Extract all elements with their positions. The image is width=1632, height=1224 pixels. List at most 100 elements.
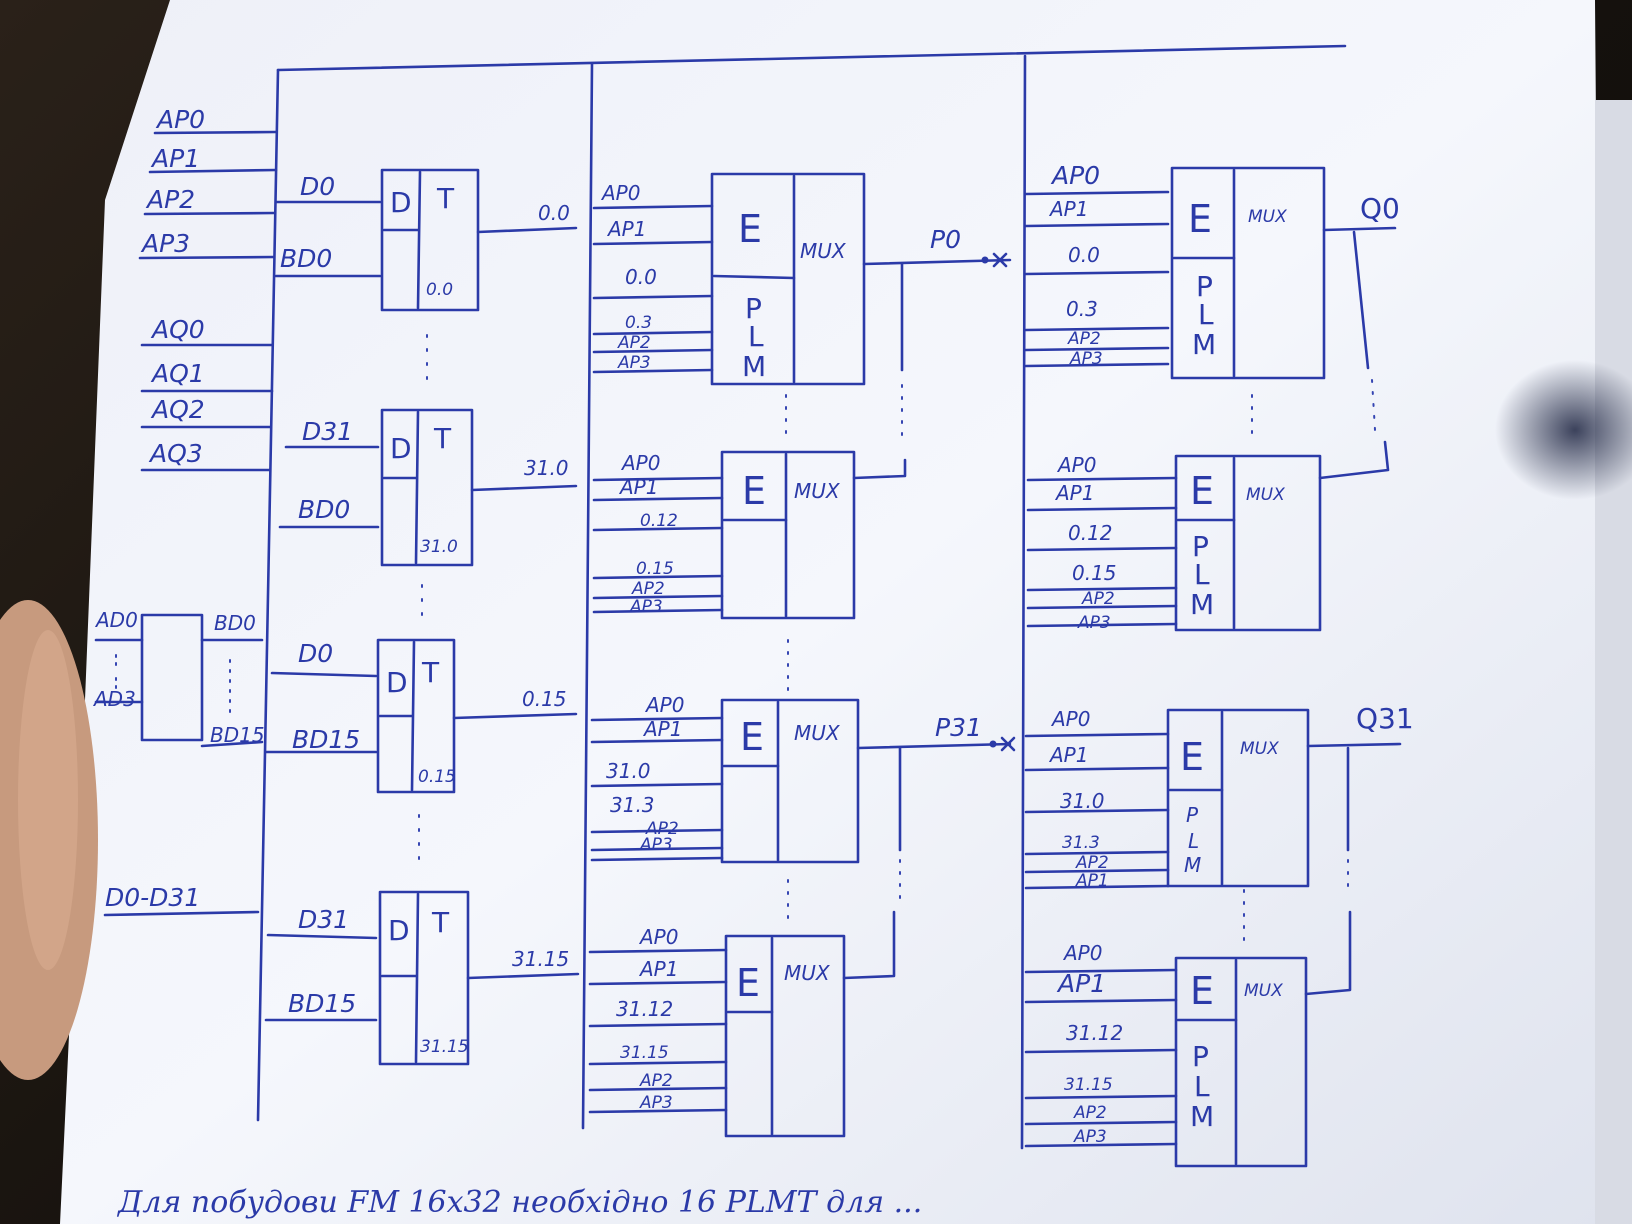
mux-label: MUX xyxy=(794,721,841,745)
mux-in-label: AP1 xyxy=(642,717,682,741)
mux-in-label: 0.15 xyxy=(636,559,674,579)
label-ap1: AP1 xyxy=(150,144,200,173)
mux-in-label: AP3 xyxy=(1073,1127,1107,1147)
mux-e-label: E xyxy=(1190,969,1214,1013)
decoder-block: AD0 AD3 BD0 BD15 xyxy=(92,608,265,748)
mux-in-label: AP2 xyxy=(1075,853,1109,873)
mux-in-label: AP1 xyxy=(1048,197,1088,221)
mux-in-label: 31.3 xyxy=(610,793,655,817)
ff-bd-label: BD15 xyxy=(288,989,356,1018)
decoder-out-bottom: BD15 xyxy=(210,723,265,747)
ff-q-label: 0.15 xyxy=(418,767,456,787)
label-ap0: AP0 xyxy=(155,105,205,134)
label-ap2: AP2 xyxy=(145,185,195,214)
mux-right-column: AP0 AP1 0.0 0.3 AP2 AP3 E P L M MUX xyxy=(1024,161,1326,1168)
mux-in-label: AP3 xyxy=(617,353,651,373)
mux-in-label: 0.0 xyxy=(1068,243,1100,267)
ff-d-label: D0 xyxy=(298,639,333,668)
label-aq2: AQ2 xyxy=(150,395,205,424)
mux-in-label: AP1 xyxy=(606,217,646,241)
q31-label: Q31 xyxy=(1356,702,1414,735)
mux-plm-label: P xyxy=(1186,803,1199,827)
ff-t-pin: T xyxy=(431,906,450,939)
pen-blur xyxy=(1495,360,1632,500)
mux-in-label: 31.12 xyxy=(1066,1021,1123,1045)
mux-in-label: AP0 xyxy=(638,925,678,949)
mux-plm-label: P xyxy=(1192,530,1209,563)
mux-label: MUX xyxy=(1244,981,1283,1001)
mux-e-label: E xyxy=(740,715,764,759)
flipflop-block: D0 BD0 D T 0.0 0.0 xyxy=(274,168,578,312)
mux-e-label: E xyxy=(1190,469,1214,513)
label-aq0: AQ0 xyxy=(150,315,205,344)
mux-in-label: 31.0 xyxy=(1060,789,1105,813)
ff-q-label: 0.0 xyxy=(426,280,453,300)
mux-in-label: AP3 xyxy=(1069,349,1103,369)
mux-block: AP0 AP1 0.0 0.3 AP2 AP3 E P L M MUX xyxy=(592,172,866,386)
p31-label: P31 xyxy=(935,713,982,742)
mux-e-label: E xyxy=(736,961,760,1005)
mux-plm-label: M xyxy=(1190,1100,1214,1133)
mux-plm-label: M xyxy=(742,350,766,383)
mux-in-label: AP0 xyxy=(644,693,684,717)
mux-in-label: 31.12 xyxy=(616,997,673,1021)
ff-out-label: 0.0 xyxy=(538,201,570,225)
mux-in-label: AP1 xyxy=(1048,743,1088,767)
frame-lines xyxy=(256,44,1347,1150)
mux-plm-label: P xyxy=(745,292,762,325)
ff-d-pin: D xyxy=(388,914,410,947)
mux-in-label: AP1 xyxy=(1056,969,1106,998)
flipflop-block: D31 BD15 D T 31.15 31.15 xyxy=(264,890,580,1066)
mux-block: AP0 AP1 31.12 31.15 AP2 AP3 E P L M MUX xyxy=(1024,941,1308,1168)
mux-in-label: AP0 xyxy=(1050,161,1100,190)
mux-plm-label: M xyxy=(1184,853,1201,877)
ff-q-label: 31.15 xyxy=(420,1037,469,1057)
mux-block: AP0 AP1 0.12 0.15 AP2 AP3 E MUX xyxy=(592,450,856,620)
mux-in-label: AP1 xyxy=(1054,481,1094,505)
label-aq3: AQ3 xyxy=(148,439,203,468)
mux-block: AP0 AP1 31.0 31.3 AP2 AP1 E P L M MUX xyxy=(1024,707,1310,891)
p-output-lines: P0 P31 xyxy=(842,225,1016,980)
address-inputs: AP0 AP1 AP2 AP3 AQ0 AQ1 AQ2 AQ3 xyxy=(138,105,278,472)
ff-d-pin: D xyxy=(390,186,412,219)
mux-in-label: AP2 xyxy=(617,333,651,353)
decoder-out-top: BD0 xyxy=(214,611,256,635)
mux-in-label: 0.3 xyxy=(625,313,652,333)
data-bus: D0-D31 xyxy=(103,883,260,917)
mux-in-label: AP3 xyxy=(639,1093,673,1113)
mux-in-label: AP2 xyxy=(645,819,679,839)
mux-e-label: E xyxy=(1180,735,1204,779)
mux-plm-label: P xyxy=(1192,1040,1209,1073)
mux-in-label: AP1 xyxy=(638,957,678,981)
mux-plm-label: L xyxy=(1198,298,1214,331)
q0-label: Q0 xyxy=(1360,192,1400,225)
mux-plm-label: M xyxy=(1190,588,1214,621)
ff-bd-label: BD15 xyxy=(292,725,360,754)
mux-in-label: 0.12 xyxy=(1068,521,1113,545)
mux-in-label: 31.0 xyxy=(606,759,651,783)
ff-bd-label: BD0 xyxy=(280,244,332,273)
mux-label: MUX xyxy=(784,961,831,985)
label-aq1: AQ1 xyxy=(150,359,205,388)
mux-in-label: AP0 xyxy=(1050,707,1090,731)
p0-label: P0 xyxy=(930,225,961,254)
mux-plm-label: L xyxy=(1194,1070,1210,1103)
ff-t-pin: T xyxy=(421,656,440,689)
mux-plm-label: M xyxy=(1192,328,1216,361)
mux-in-label: AP0 xyxy=(600,181,640,205)
ff-out-label: 31.0 xyxy=(524,456,569,480)
mux-label: MUX xyxy=(800,239,847,263)
mux-plm-label: L xyxy=(748,320,764,353)
mux-in-label: AP1 xyxy=(618,475,658,499)
mux-block: AP0 AP1 0.12 0.15 AP2 AP3 E P L M MUX xyxy=(1026,453,1322,633)
mux-plm-label: L xyxy=(1194,558,1210,591)
ff-out-label: 31.15 xyxy=(512,947,569,971)
mux-in-label: 31.15 xyxy=(620,1043,669,1063)
q-output-lines: Q0 Q31 xyxy=(1304,192,1414,996)
mux-in-label: AP3 xyxy=(639,835,673,855)
ff-d-pin: D xyxy=(386,666,408,699)
bus-label: D0-D31 xyxy=(105,883,200,912)
ff-t-pin: T xyxy=(436,182,455,215)
mux-in-label: AP0 xyxy=(1062,941,1102,965)
